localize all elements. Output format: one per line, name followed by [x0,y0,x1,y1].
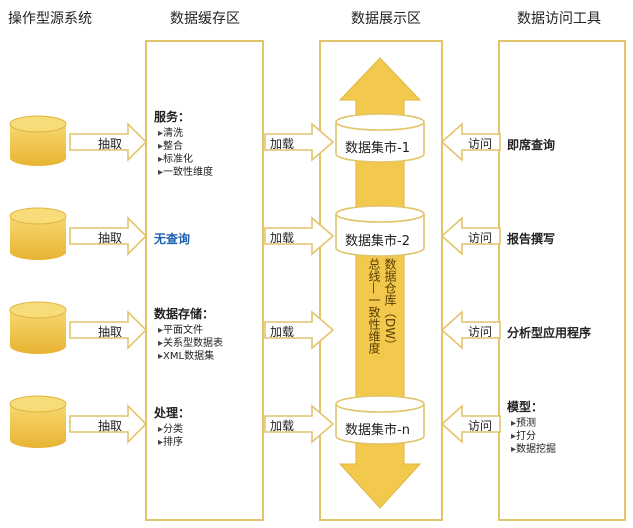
access-label-2: 访问 [468,231,493,245]
bus-label: 总线—一致性维度 [367,258,381,354]
extract-label-4: 抽取 [98,419,123,433]
access-arrow-3 [440,310,501,350]
extract-arrow-1 [69,122,148,162]
load-arrow-4 [264,404,335,444]
extract-label-3: 抽取 [98,325,123,339]
load-arrow-1 [264,122,335,162]
cache-block-no-query: 无查询 [154,230,190,247]
cache-block-storage: 数据存储： 平面文件 关系型数据表 XML数据集 [154,305,223,363]
extract-arrow-3 [69,310,148,350]
extract-arrow-4 [69,404,148,444]
tool-ad-hoc-query: 即席查询 [507,138,556,152]
data-mart-1-label: 数据集市-1 [345,141,410,156]
load-label-4: 加载 [270,419,295,433]
data-mart-n-shape [335,395,425,445]
warehouse-arrow [338,57,422,509]
list-item: 数据挖掘 [511,443,556,456]
cache-block-services: 服务： 清洗 整合 标准化 一致性维度 [154,108,213,179]
cache-block-processing: 处理： 分类 排序 [154,404,190,449]
tool-report-writing: 报告撰写 [507,232,556,246]
list-item: 标准化 [158,153,213,166]
extract-label-1: 抽取 [98,137,123,151]
list-item: 整合 [158,140,213,153]
extract-label-2: 抽取 [98,231,123,245]
source-db-3 [9,301,67,354]
load-arrow-2 [264,216,335,256]
load-label-2: 加载 [270,231,295,245]
access-label-1: 访问 [468,137,493,151]
tool-models-title: 模型： [507,400,544,414]
load-arrow-3 [264,310,335,350]
warehouse-label: 数据仓库（DW） [383,258,397,352]
data-mart-n-label: 数据集市-n [345,423,410,438]
access-arrow-4 [440,404,501,444]
cache-block-title: 服务： [154,110,191,124]
list-item: 清洗 [158,127,213,140]
list-item: 打分 [511,430,556,443]
access-label-4: 访问 [468,419,493,433]
cache-panel [145,40,264,521]
list-item: XML数据集 [158,350,223,363]
access-label-3: 访问 [468,325,493,339]
cache-block-title: 无查询 [154,232,191,246]
heading-cache-area: 数据缓存区 [170,11,240,27]
load-label-1: 加载 [270,137,295,151]
heading-source-systems: 操作型源系统 [8,11,92,27]
heading-display-area: 数据展示区 [351,11,421,27]
cache-block-title: 处理： [154,406,191,420]
access-arrow-1 [440,122,501,162]
list-item: 关系型数据表 [158,337,223,350]
tool-models: 模型： 预测 打分 数据挖掘 [507,398,556,456]
list-item: 预测 [511,417,556,430]
extract-arrow-2 [69,216,148,256]
list-item: 分类 [158,423,190,436]
cache-block-title: 数据存储： [154,307,215,321]
access-arrow-2 [440,216,501,256]
data-mart-1-shape [335,113,425,163]
heading-access-tools: 数据访问工具 [517,11,601,27]
data-mart-2-label: 数据集市-2 [345,234,410,249]
load-label-3: 加载 [270,325,295,339]
tool-analytic-apps: 分析型应用程序 [507,326,592,340]
source-db-2 [9,207,67,260]
list-item: 平面文件 [158,324,223,337]
data-mart-2-shape [335,205,425,257]
source-db-1 [9,115,67,166]
source-db-4 [9,395,67,448]
list-item: 排序 [158,436,190,449]
list-item: 一致性维度 [158,166,213,179]
